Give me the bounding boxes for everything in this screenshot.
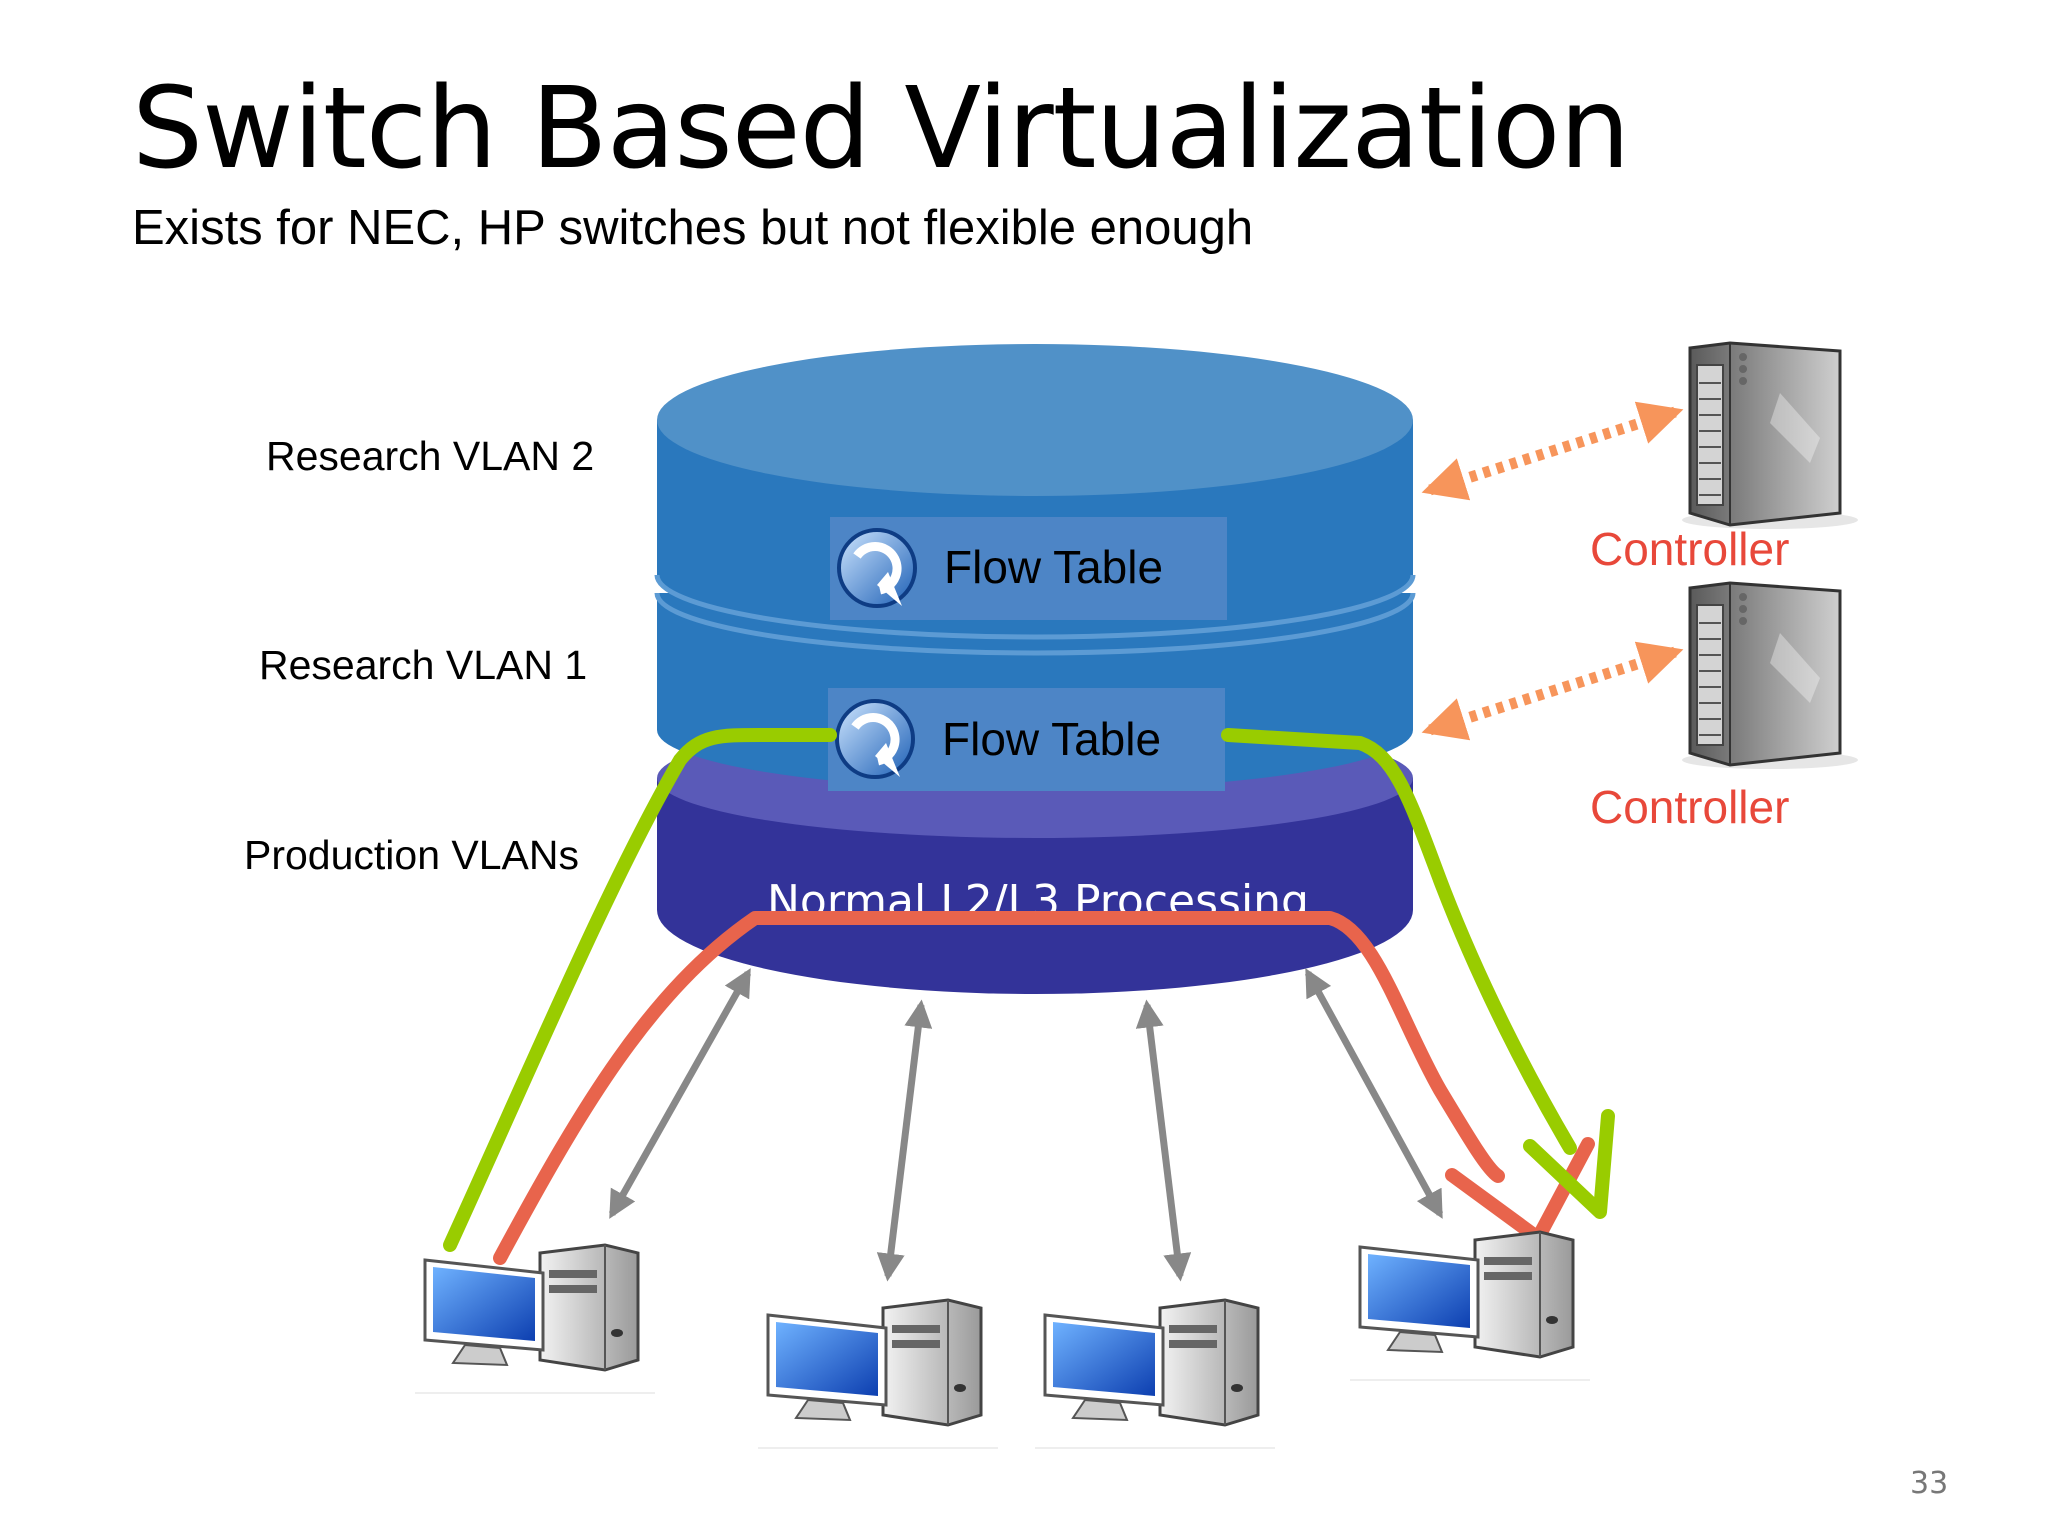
desktop-computer-icon [1350,1230,1590,1381]
controller-link-2 [1421,401,1684,501]
slide-title: Switch Based Virtualization [132,64,1630,194]
flow-table-1: Flow Table [828,688,1225,791]
controller-label-top: Controller [1590,523,1790,575]
slide-subtitle: Exists for NEC, HP switches but not flex… [132,201,1254,255]
desktop-computer-icon [758,1298,998,1449]
production-vlans-label: Production VLANs [244,832,580,878]
host-link-1 [608,968,752,1219]
flow-table-icon [835,699,915,779]
flow-table-1-label: Flow Table [942,713,1161,765]
page-number: 33 [1910,1466,1949,1501]
host-links [608,968,1444,1282]
flow-table-2: Flow Table [830,517,1227,620]
controller-label-bottom: Controller [1590,781,1790,833]
controller-link-1 [1421,641,1684,741]
controller-server-icon [1682,341,1858,529]
flow-table-icon [837,528,917,608]
flow-table-2-label: Flow Table [944,541,1163,593]
research-vlan-1-label: Research VLAN 1 [259,642,588,688]
research-vlan-2-label: Research VLAN 2 [266,433,595,479]
host-link-4 [1304,968,1444,1219]
host-link-3 [1135,999,1192,1282]
research-traffic-path [443,728,1615,1252]
controller-server-icon [1682,581,1858,769]
desktop-computer-icon [1035,1298,1275,1449]
desktop-computer-icon [415,1243,655,1394]
host-link-2 [876,999,933,1282]
